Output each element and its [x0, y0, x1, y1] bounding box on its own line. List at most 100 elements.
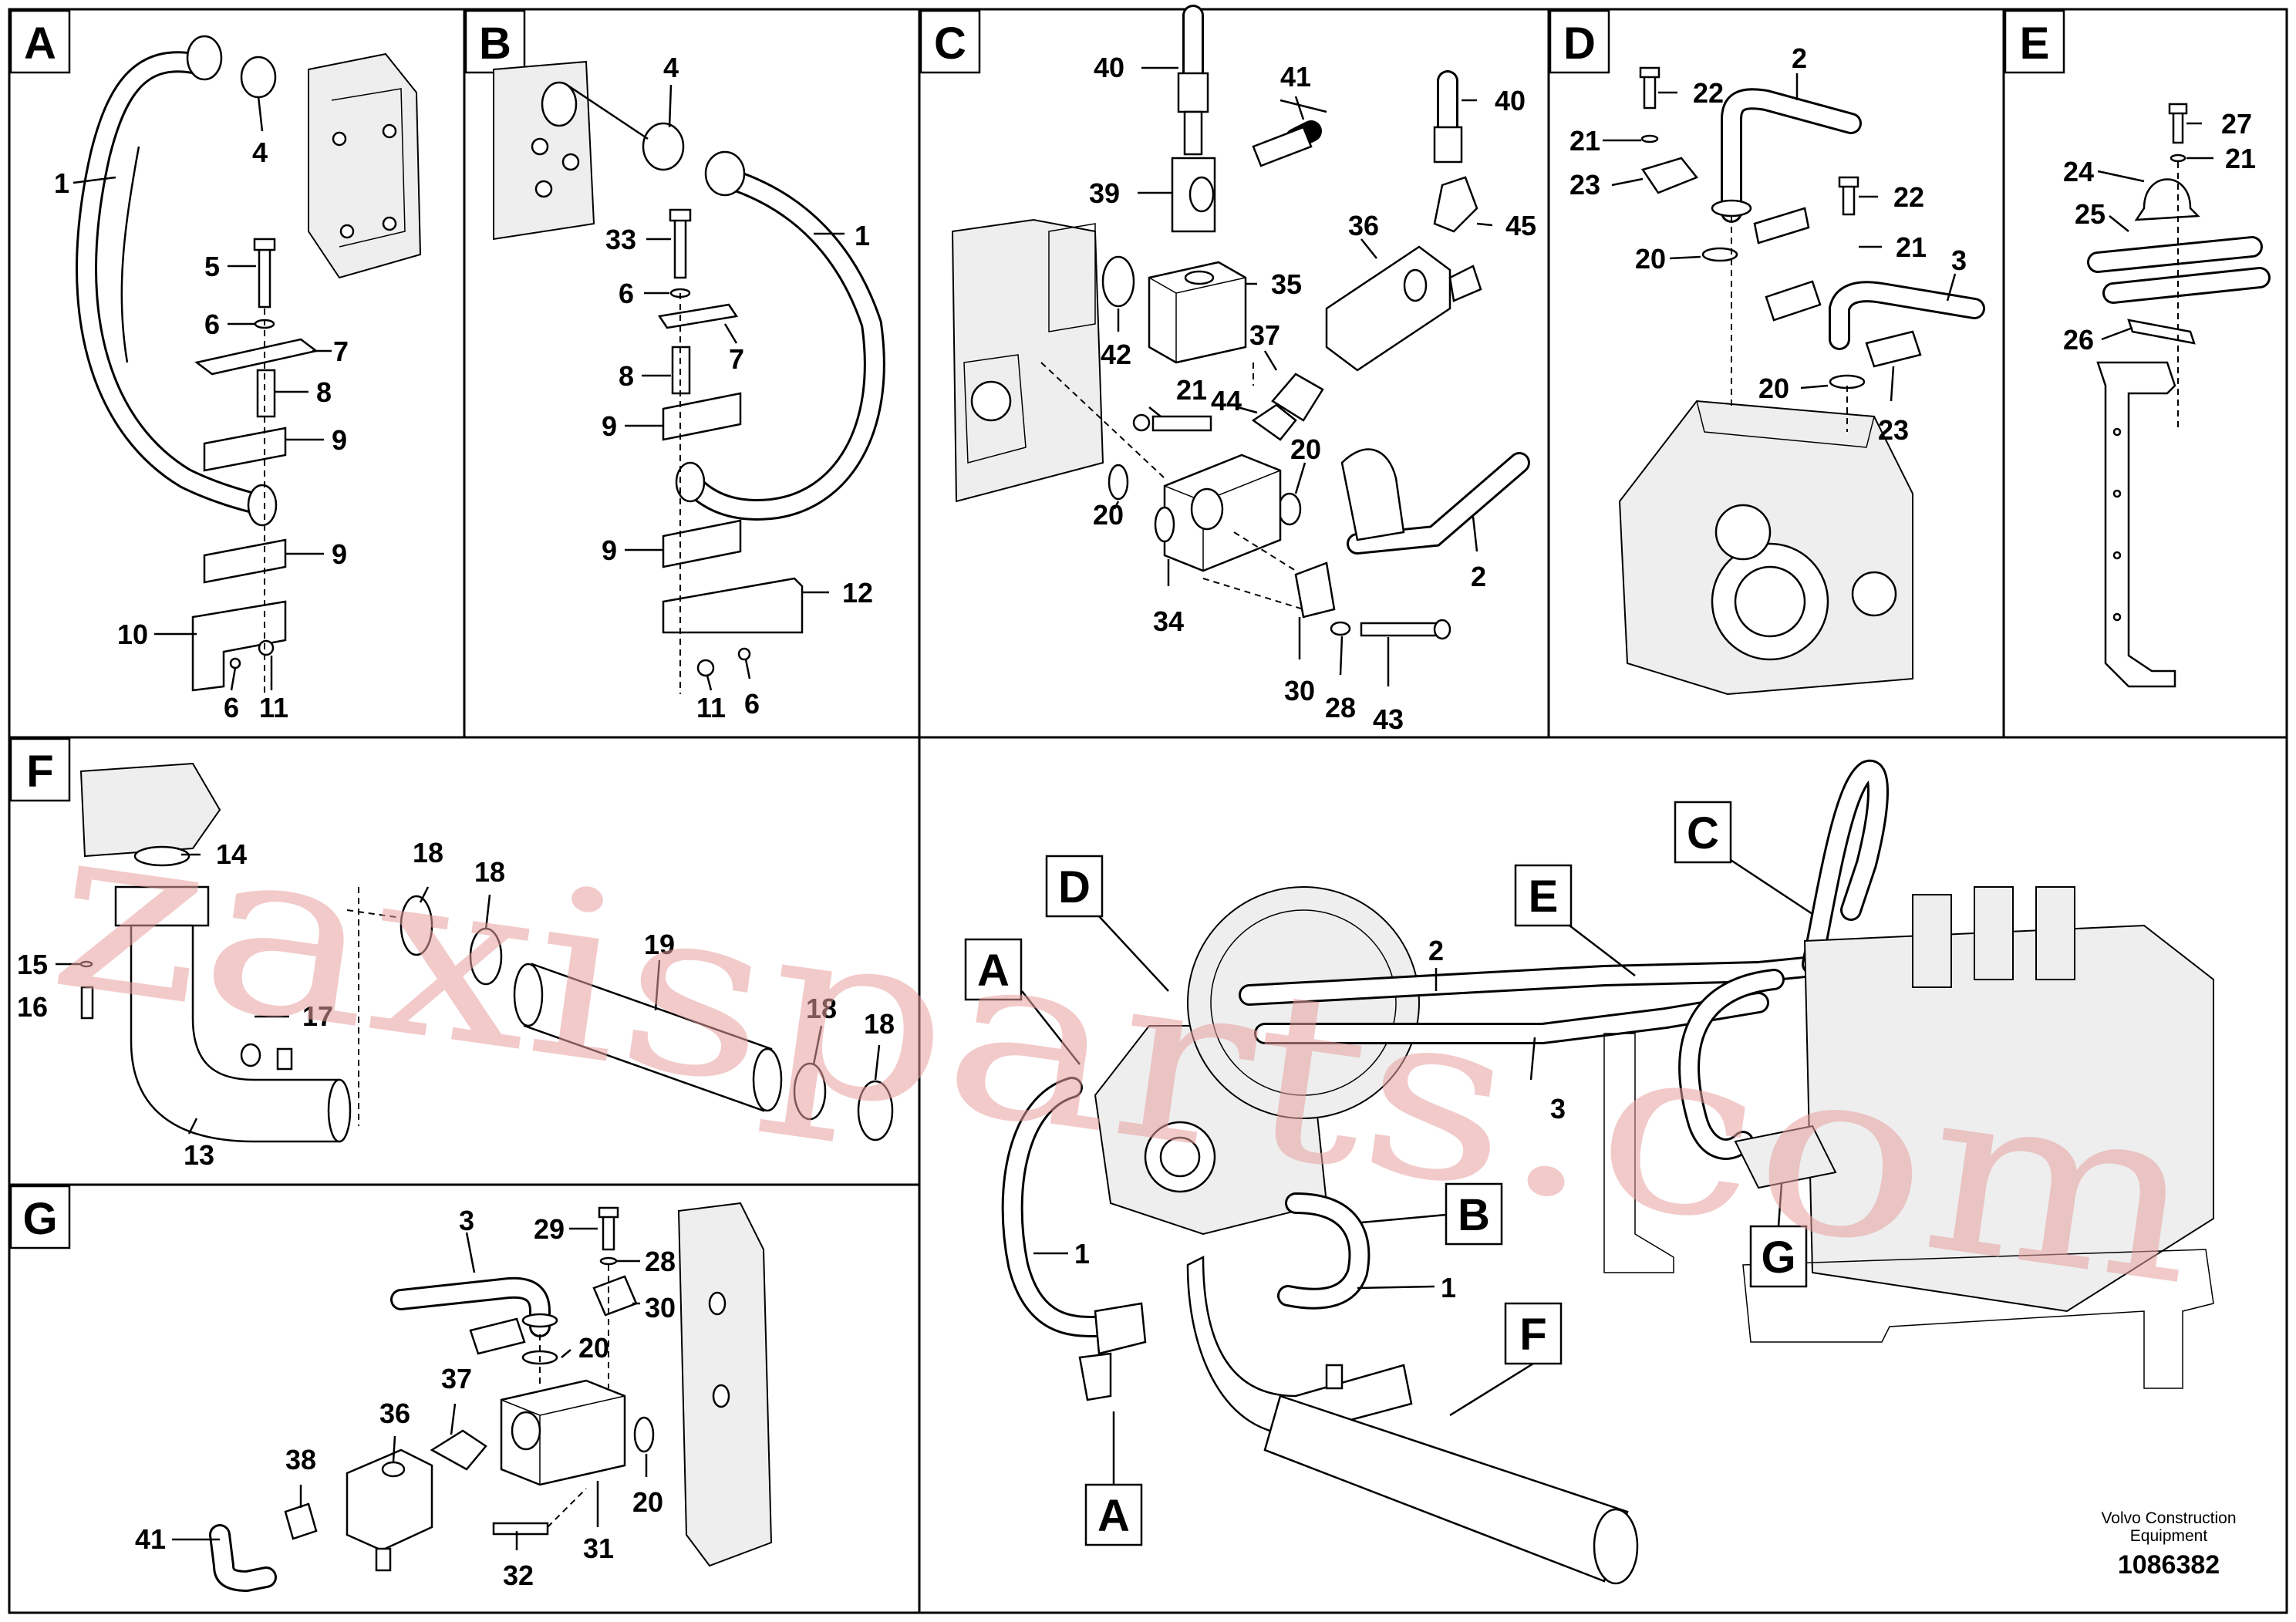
section-d-letter: D	[1563, 19, 1596, 69]
callout-g-28: 28	[645, 1246, 676, 1277]
callout-d-22-top: 22	[1693, 77, 1724, 109]
callout-g-29: 29	[534, 1213, 565, 1245]
callout-b-9-lower: 9	[602, 534, 617, 566]
overview-ref-f-letter: F	[1519, 1310, 1546, 1360]
callout-e-25: 25	[2075, 198, 2106, 230]
overview-ref-b-letter: B	[1458, 1190, 1490, 1240]
callout-c-34: 34	[1153, 605, 1184, 637]
panel-c-drawing	[951, 5, 1530, 640]
callout-a-8: 8	[316, 376, 332, 408]
callout-d-20-bottom: 20	[1758, 373, 1789, 404]
callout-c-39: 39	[1089, 177, 1120, 209]
panel-g-callouts: 3 29 28 30 20 37 36 38 41 32 31 20	[135, 1205, 676, 1591]
callout-g-20-top: 20	[578, 1332, 609, 1364]
callout-a-1: 1	[54, 167, 69, 199]
callout-b-9-upper: 9	[602, 410, 617, 442]
callout-g-36: 36	[379, 1398, 410, 1429]
panel-d-callouts: 22 2 21 23 22 20 21 3 20 23	[1569, 42, 1967, 446]
panel-b-drawing	[493, 60, 885, 694]
callout-b-11: 11	[696, 692, 726, 723]
overview-refs: D A E C B G F	[964, 801, 1813, 1546]
callout-c-21: 21	[1176, 374, 1207, 406]
overview-ref-f: F	[1449, 1302, 1563, 1417]
panel-e-drawing	[2087, 103, 2271, 688]
callout-a-4: 4	[252, 137, 268, 168]
section-e-label-box: E	[2004, 9, 2065, 74]
callout-f-18-c: 18	[806, 993, 837, 1024]
callout-a-7: 7	[333, 336, 349, 367]
section-f-label-box: F	[9, 737, 71, 802]
callout-b-7: 7	[729, 343, 744, 375]
callout-d-2: 2	[1792, 42, 1807, 74]
overview-ref-b: B	[1360, 1182, 1503, 1246]
callout-f-13: 13	[184, 1139, 214, 1171]
callout-f-18-a: 18	[413, 837, 443, 868]
callout-c-20-left: 20	[1093, 499, 1124, 531]
callout-c-2: 2	[1471, 561, 1486, 592]
callout-a-10: 10	[117, 619, 148, 650]
callout-b-4: 4	[663, 52, 679, 83]
overview-ref-a-bottom: A	[1084, 1411, 1143, 1546]
company-subline: Equipment	[2130, 1527, 2208, 1545]
callout-c-40-right: 40	[1495, 85, 1526, 116]
callout-e-27: 27	[2221, 108, 2252, 140]
drawing-number: 1086382	[2118, 1550, 2220, 1580]
callout-overview-1-right: 1	[1441, 1272, 1456, 1303]
panel-f-callouts: 14 18 18 19 15 16 17 18 18 13	[17, 837, 895, 1171]
section-g-letter: G	[22, 1194, 57, 1244]
overview-ref-e-letter: E	[1529, 872, 1559, 922]
callout-d-21-right: 21	[1896, 231, 1927, 263]
callout-g-20-bottom: 20	[632, 1486, 663, 1518]
section-a-letter: A	[24, 19, 56, 69]
section-d-label-box: D	[1549, 9, 1610, 74]
section-f-letter: F	[26, 747, 53, 797]
callout-c-35: 35	[1271, 268, 1302, 300]
callout-g-30: 30	[645, 1292, 676, 1324]
section-b-letter: B	[479, 19, 511, 69]
callout-g-32: 32	[503, 1560, 534, 1591]
callout-d-21-left: 21	[1569, 125, 1600, 157]
panel-e-callouts: 27 24 21 25 26	[2063, 108, 2256, 356]
callout-overview-1-left: 1	[1074, 1238, 1090, 1270]
callout-g-41: 41	[135, 1523, 166, 1555]
section-g-label-box: G	[9, 1185, 71, 1249]
callout-g-38: 38	[285, 1444, 316, 1475]
callout-d-20-top: 20	[1635, 243, 1666, 275]
company-name: Volvo Construction	[2101, 1509, 2236, 1527]
overview-ref-c: C	[1674, 801, 1813, 916]
callout-c-30: 30	[1284, 675, 1315, 706]
callout-c-41: 41	[1280, 61, 1311, 93]
callout-b-6-lower: 6	[744, 688, 760, 720]
section-c-letter: C	[934, 19, 966, 69]
panel-f-drawing	[79, 762, 894, 1143]
callout-b-6: 6	[619, 278, 634, 309]
panel-b-callouts: 4 1 33 6 7 8 9 9 12 11 6	[602, 52, 873, 723]
overview-ref-e: E	[1514, 864, 1636, 976]
callout-c-45: 45	[1505, 210, 1536, 241]
callout-d-22-right: 22	[1893, 181, 1924, 213]
overview-ref-a-bottom-letter: A	[1097, 1491, 1130, 1541]
panel-d-drawing	[1618, 66, 1985, 696]
overview-ref-g: G	[1749, 1183, 1808, 1288]
callout-c-37: 37	[1249, 319, 1280, 351]
callout-a-6-lower: 6	[224, 692, 239, 723]
callout-e-26: 26	[2063, 324, 2094, 356]
overview-ref-a-top-letter: A	[977, 946, 1010, 996]
callout-c-42: 42	[1101, 339, 1131, 370]
overview-ref-d: D	[1045, 855, 1169, 992]
panel-frames	[8, 8, 2288, 1614]
callout-c-40-left: 40	[1094, 52, 1124, 83]
callout-f-16: 16	[17, 991, 48, 1023]
section-e-letter: E	[2020, 19, 2050, 69]
overview-drawing	[1001, 760, 2214, 1585]
footer: Volvo Construction Equipment 1086382	[2101, 1509, 2236, 1580]
callout-a-9-upper: 9	[332, 424, 347, 456]
callout-g-37: 37	[441, 1363, 472, 1394]
callout-a-11: 11	[259, 692, 288, 723]
overview-ref-c-letter: C	[1687, 808, 1719, 858]
callout-e-21: 21	[2225, 143, 2256, 174]
callout-d-23-left: 23	[1569, 169, 1600, 201]
callout-b-33: 33	[605, 224, 636, 255]
callout-b-8: 8	[619, 360, 634, 392]
